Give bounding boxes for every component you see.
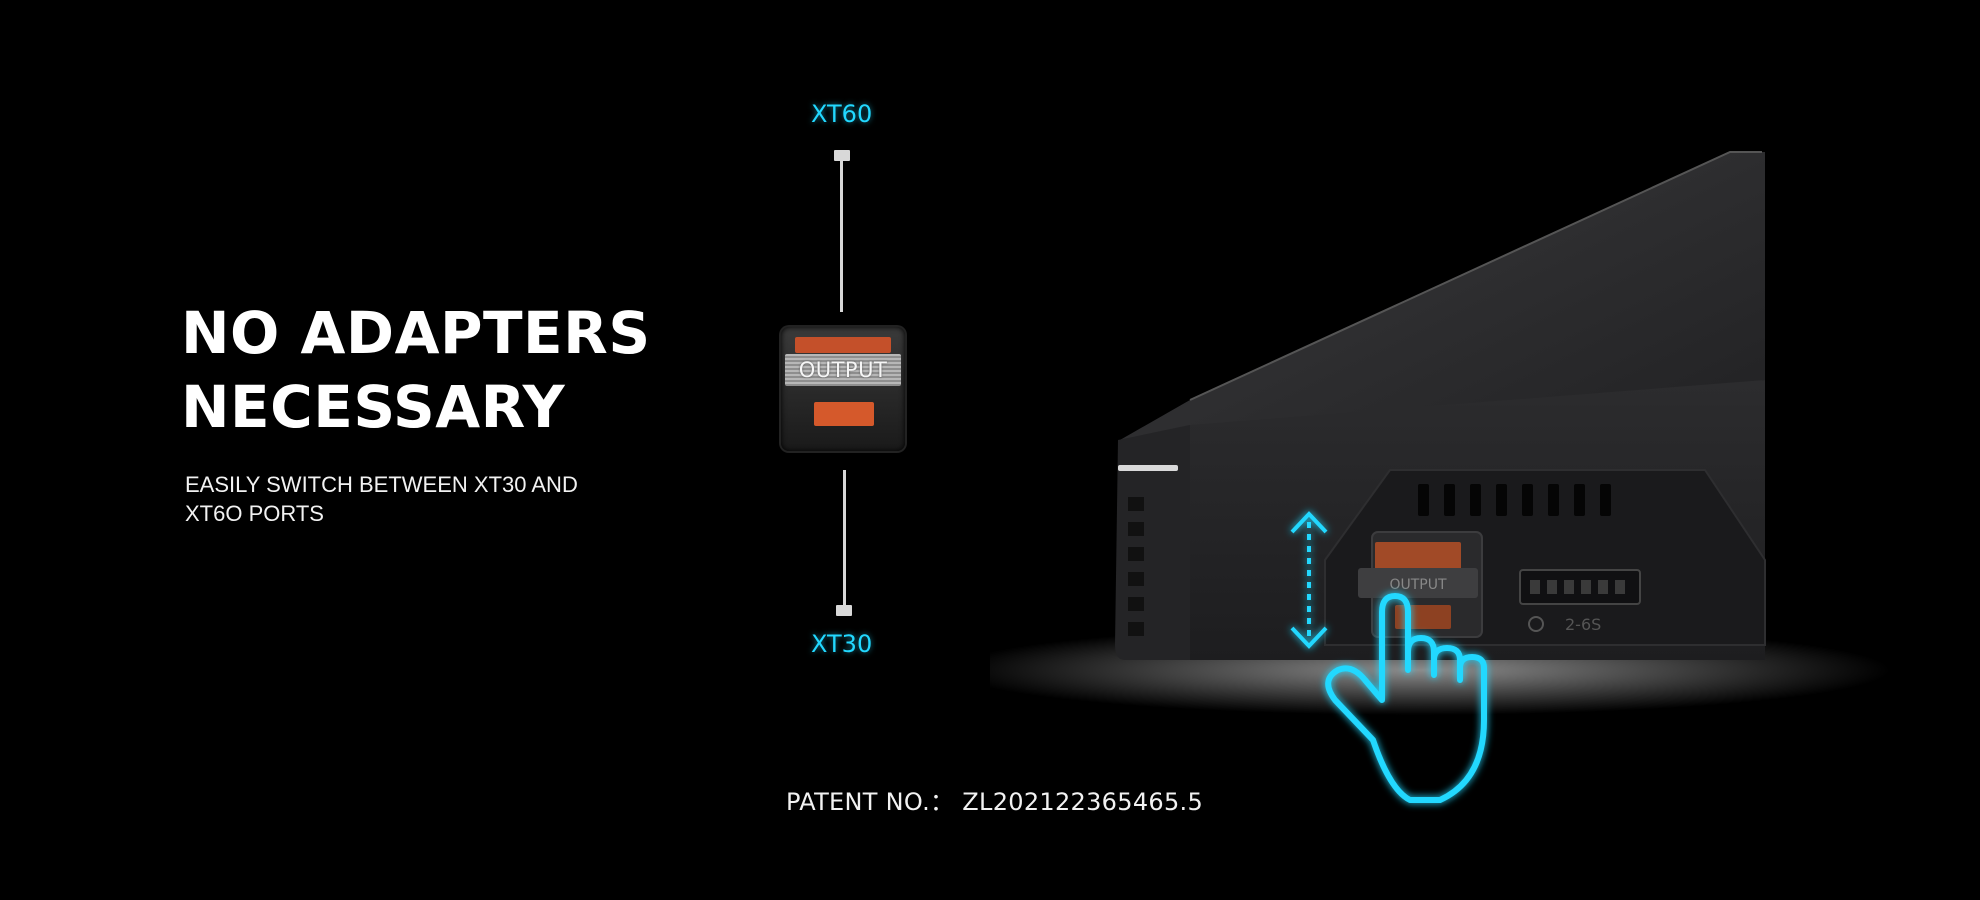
track-bottom-cap: [836, 605, 852, 616]
patent-number: PATENT NO.： ZL202122365465.5: [786, 788, 1204, 816]
device-port-label: OUTPUT: [1389, 577, 1447, 593]
balance-indicator-icon: [1528, 616, 1544, 632]
balance-port: [1519, 569, 1641, 605]
charger-device: OUTPUT 2-6S: [990, 151, 1890, 803]
headline-line-2: NECESSARY: [181, 373, 566, 441]
device-port-band: [1358, 568, 1478, 598]
charger-top-edge: [1189, 151, 1762, 401]
output-port-diagram: OUTPUT: [781, 327, 905, 451]
subheadline-line-1: EASILY SWITCH BETWEEN XT30 AND: [185, 472, 578, 497]
device-xt30-slot: [1395, 605, 1451, 629]
balance-label: 2-6S: [1565, 615, 1601, 634]
xt30-label: XT30: [811, 630, 873, 658]
port-slot-bottom: [814, 402, 874, 426]
vertical-double-arrow-icon: [1290, 511, 1328, 649]
subheadline-line-2: XT6O PORTS: [185, 501, 324, 526]
side-vents: [1128, 497, 1144, 636]
device-xt60-slot: [1375, 542, 1461, 572]
port-slot-top: [795, 337, 891, 353]
headline-line-1: NO ADAPTERS: [181, 299, 651, 367]
track-top-cap: [834, 150, 850, 161]
charger-left-end: [1115, 425, 1190, 660]
track-top-line: [840, 160, 843, 312]
port-label: OUTPUT: [798, 358, 888, 382]
charger-top-face: [1120, 152, 1765, 470]
hand-pointer-icon: [1325, 593, 1487, 803]
headline: NO ADAPTERS NECESSARY: [181, 296, 651, 444]
track-bottom-line: [843, 470, 846, 610]
port-label-band: OUTPUT: [785, 354, 901, 386]
subheadline: EASILY SWITCH BETWEEN XT30 AND XT6O PORT…: [185, 470, 578, 528]
balance-pins: [1530, 580, 1625, 594]
charger-edge-highlight: [1118, 465, 1178, 471]
panel-vents: [1418, 484, 1611, 516]
xt60-label: XT60: [811, 100, 873, 128]
